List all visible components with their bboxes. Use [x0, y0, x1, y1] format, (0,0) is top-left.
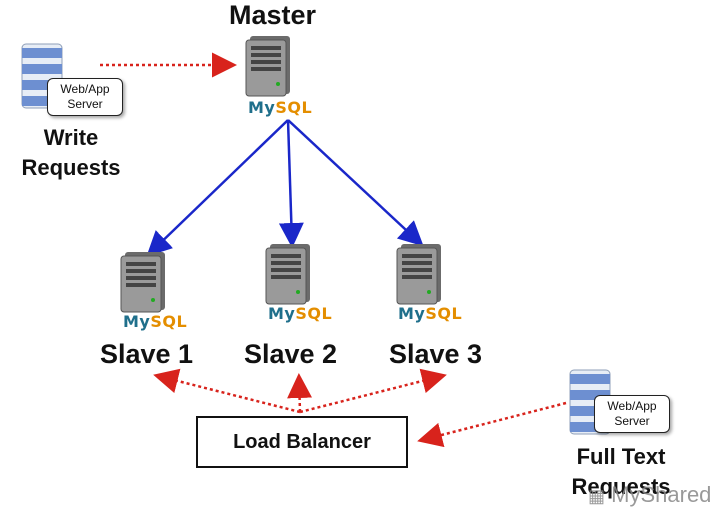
slave-1-mysql-logo: MySQL — [123, 312, 188, 331]
master-server-icon — [245, 36, 290, 97]
slave-3-label: Slave 3 — [389, 339, 483, 369]
slave-2-server-icon — [265, 244, 310, 305]
write-client-box-line1: Web/App — [60, 82, 110, 96]
slave-3-server-icon — [396, 244, 441, 305]
master-title: Master — [229, 0, 317, 30]
slave-2-label: Slave 2 — [244, 339, 338, 369]
write-client-webapp-box: Web/App Server — [47, 78, 123, 116]
fulltext-client-box-line1: Web/App — [607, 399, 657, 413]
slave-1-server-icon — [120, 252, 165, 313]
lb-arrow-slave-2 — [287, 373, 313, 413]
replication-arrow-slave-3 — [287, 119, 424, 247]
lb-arrow-slave-3 — [299, 368, 447, 414]
master-mysql-logo: MySQL — [248, 98, 313, 117]
watermark-icon: ▦ — [588, 486, 606, 506]
write-client-box-line2: Server — [67, 97, 103, 111]
slave-1-label: Slave 1 — [100, 339, 194, 369]
load-balancer-box: Load Balancer — [196, 416, 408, 468]
replication-arrow-slave-1 — [146, 119, 289, 257]
fulltext-requests-caption: Full Text Requests — [571, 444, 671, 499]
fulltext-client-box-line2: Server — [614, 414, 650, 428]
watermark: ▦ MyShared — [588, 482, 711, 508]
watermark-text: MyShared — [611, 482, 712, 507]
fulltext-request-arrow — [417, 401, 567, 448]
write-requests-caption: Write Requests — [21, 125, 121, 180]
slave-3-mysql-logo: MySQL — [398, 304, 463, 323]
replication-arrow-slave-2 — [278, 119, 304, 248]
fulltext-client-webapp-box: Web/App Server — [594, 395, 670, 433]
slave-2-mysql-logo: MySQL — [268, 304, 333, 323]
lb-arrow-slave-1 — [153, 368, 301, 414]
